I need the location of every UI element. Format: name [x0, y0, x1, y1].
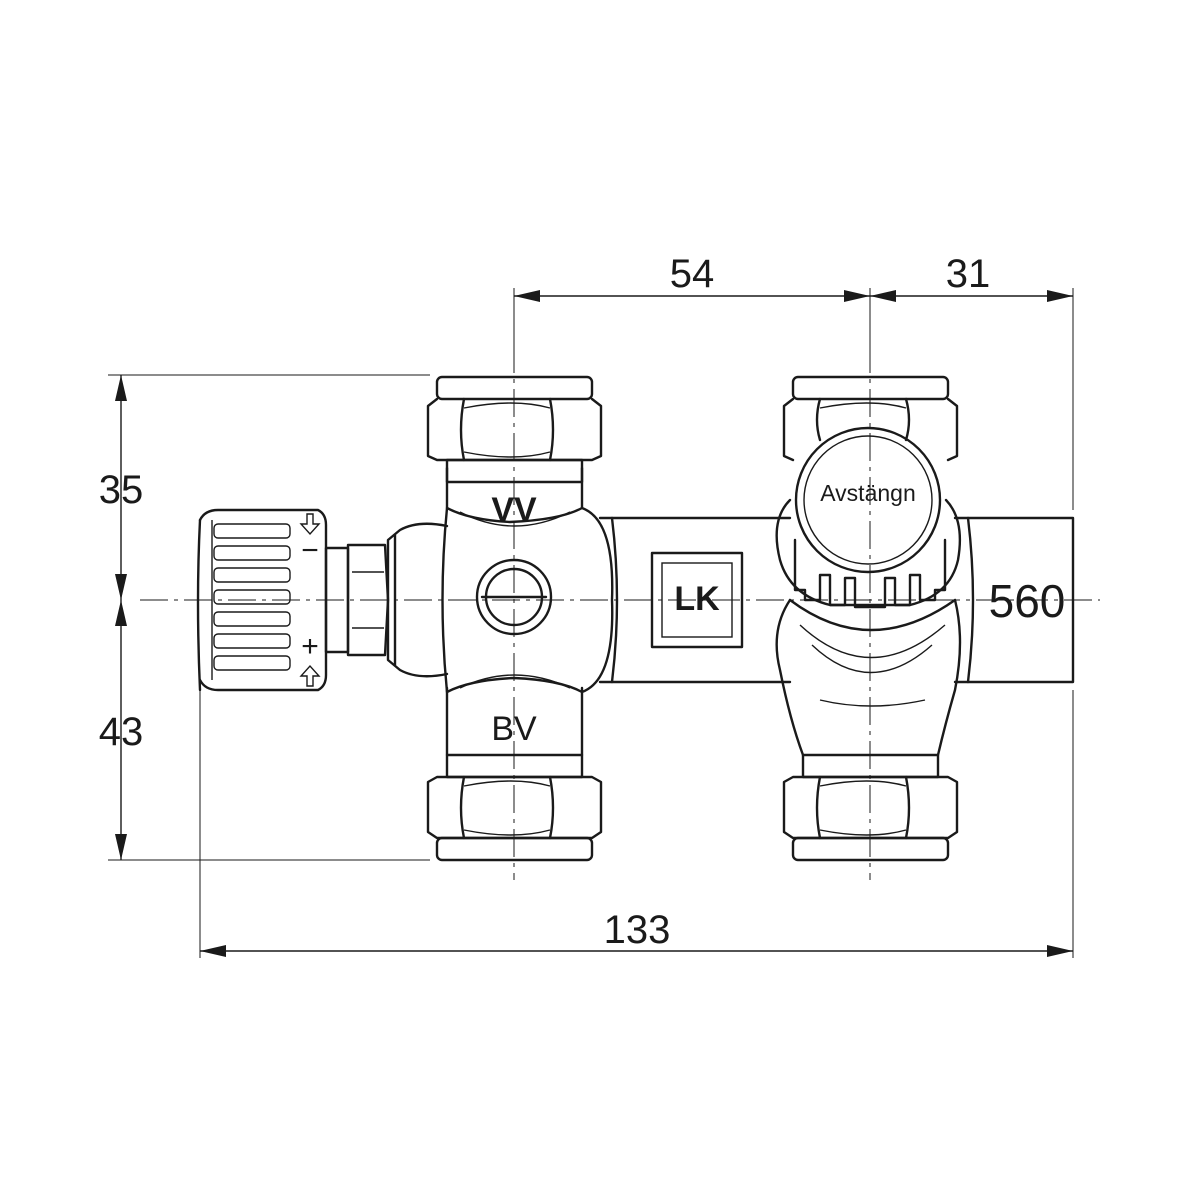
adjustment-knob	[196, 508, 328, 692]
shutoff-knob	[775, 426, 962, 609]
left-cross-body	[386, 466, 614, 757]
horizontal-body	[598, 516, 792, 684]
plus-mark: +	[301, 630, 319, 663]
top-left-nut	[426, 375, 603, 484]
center-lines	[140, 345, 1100, 880]
dim-35-label: 35	[99, 468, 144, 512]
dim-43-label: 43	[99, 710, 144, 754]
bv-port-label: BV	[491, 710, 537, 748]
dim-133-label: 133	[604, 908, 671, 952]
knob-grip-ribs	[213, 523, 291, 671]
extension-lines	[108, 288, 1074, 958]
right-end-cap	[953, 516, 1075, 684]
minus-mark: −	[301, 534, 319, 567]
dim-54-label: 54	[670, 252, 715, 296]
lk-logo	[650, 551, 744, 649]
top-right-nut	[782, 375, 959, 462]
model-number-label: 560	[989, 575, 1066, 627]
dim-31-label: 31	[946, 252, 991, 296]
shutoff-valve-body	[775, 598, 962, 757]
shutoff-knob-label: Avstängn	[820, 480, 915, 506]
bottom-left-nut	[426, 753, 603, 862]
dimension-lines	[115, 290, 1073, 957]
vv-port-label: VV	[491, 491, 537, 529]
bottom-right-nut	[782, 753, 959, 862]
lk-logo-text: LK	[674, 580, 720, 618]
